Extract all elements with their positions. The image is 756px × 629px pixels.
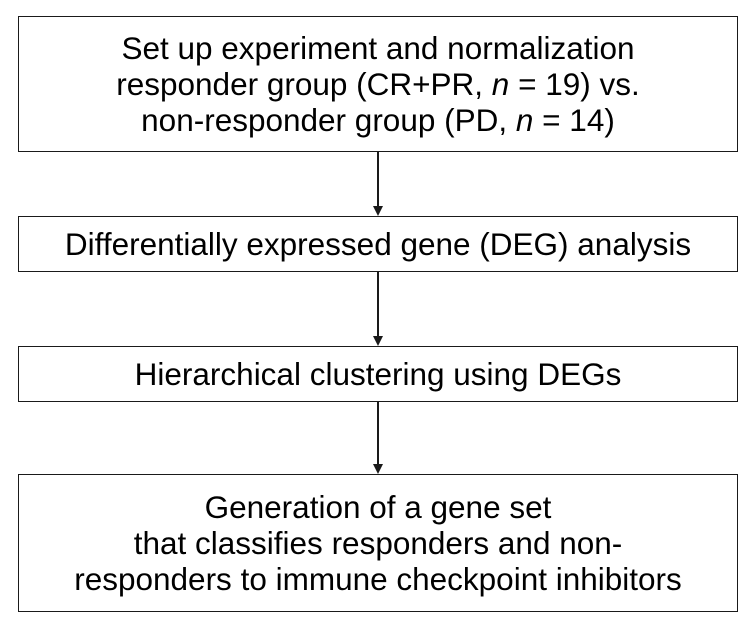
step1-line2-post: = 19) vs. [509, 66, 640, 102]
step1-line3: non-responder group (PD, n = 14) [116, 102, 640, 138]
arrow-3-shaft [377, 402, 379, 465]
step-box-experiment-setup: Set up experiment and normalization resp… [18, 16, 738, 152]
arrow-3-head-icon [373, 464, 383, 474]
step3-line1: Hierarchical clustering using DEGs [134, 356, 622, 392]
step1-line3-pre: non-responder group (PD, [141, 102, 516, 138]
step1-line2: responder group (CR+PR, n = 19) vs. [116, 66, 640, 102]
step1-line2-pre: responder group (CR+PR, [116, 66, 492, 102]
arrow-2-head-icon [373, 336, 383, 346]
arrow-1-head-icon [373, 206, 383, 216]
step1-line2-n: n [491, 66, 510, 102]
step-text-experiment-setup: Set up experiment and normalization resp… [116, 30, 640, 138]
step-box-deg-analysis: Differentially expressed gene (DEG) anal… [18, 216, 738, 272]
step1-line3-n: n [515, 102, 534, 138]
step4-line3: responders to immune checkpoint inhibito… [74, 561, 682, 597]
step1-line1: Set up experiment and normalization [121, 30, 635, 66]
step4-line1: Generation of a gene set [204, 489, 552, 525]
arrow-1-shaft [377, 152, 379, 207]
step2-line1: Differentially expressed gene (DEG) anal… [64, 226, 692, 262]
step-text-deg-analysis: Differentially expressed gene (DEG) anal… [65, 226, 691, 262]
step4-line2: that classifies responders and non- [133, 525, 623, 561]
step-box-hierarchical-clustering: Hierarchical clustering using DEGs [18, 346, 738, 402]
step-text-hierarchical-clustering: Hierarchical clustering using DEGs [135, 356, 622, 392]
step1-line3-post: = 14) [533, 102, 615, 138]
step-text-gene-set-generation: Generation of a gene set that classifies… [74, 489, 682, 597]
step-box-gene-set-generation: Generation of a gene set that classifies… [18, 474, 738, 612]
arrow-2-shaft [377, 272, 379, 337]
